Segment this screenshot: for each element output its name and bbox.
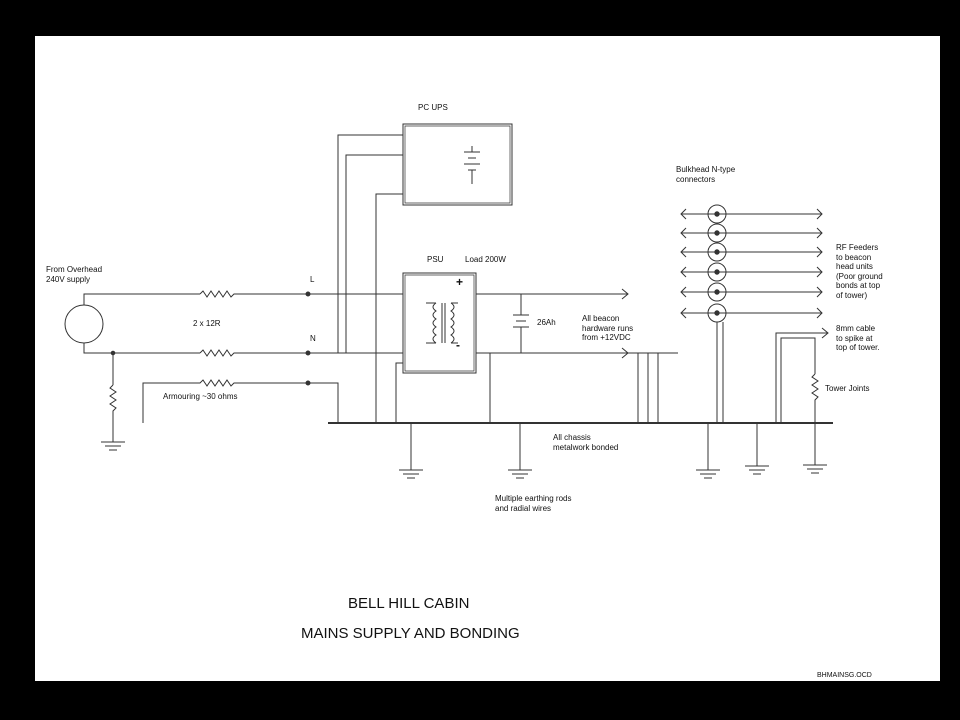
l-terminal-label: L — [310, 275, 315, 284]
battery-26ah — [513, 294, 529, 353]
pc-ups-label: PC UPS — [418, 103, 448, 112]
beacon-hardware-wires — [622, 348, 658, 423]
terminal-dots — [306, 292, 310, 385]
l-resistor — [200, 291, 338, 297]
n-resistor — [200, 350, 403, 356]
drawing-sheet: PC UPS From Overhead 240V supply L N 2 x… — [35, 36, 940, 681]
rf-feeder-lines — [681, 209, 822, 318]
tower-joints-label: Tower Joints — [825, 384, 870, 393]
load-label: Load 200W — [465, 255, 506, 264]
cable-8mm-label: 8mm cable to spike at top of tower. — [836, 324, 880, 352]
psu-dc-outputs — [396, 289, 678, 423]
armouring-label: Armouring ~30 ohms — [163, 392, 238, 401]
from-overhead-label: From Overhead 240V supply — [46, 265, 103, 284]
battery-label: 26Ah — [537, 318, 556, 327]
psu-label: PSU — [427, 255, 444, 264]
resistors-label: 2 x 12R — [193, 319, 221, 328]
n-terminal-label: N — [310, 334, 316, 343]
earth-symbols — [399, 423, 827, 478]
bulkhead-label: Bulkhead N-type connectors — [676, 165, 736, 184]
ac-source-symbol — [65, 294, 200, 353]
ups-wiring — [338, 135, 403, 423]
schematic-diagram — [35, 36, 940, 681]
chassis-label: All chassis metalwork bonded — [553, 433, 619, 452]
beacon-hardware-label: All beacon hardware runs from +12VDC — [582, 314, 634, 342]
drawing-title: BELL HILL CABIN — [348, 595, 470, 612]
drawing-code: BHMAINSG.OCD — [817, 672, 872, 679]
drawing-subtitle: MAINS SUPPLY AND BONDING — [301, 625, 520, 642]
armouring-resistor — [143, 380, 338, 423]
earthing-label: Multiple earthing rods and radial wires — [495, 494, 572, 513]
psu-plus-label: + — [456, 275, 464, 289]
source-earth-branch — [101, 351, 125, 450]
tower-cable — [776, 328, 828, 465]
pc-ups-box — [403, 124, 512, 205]
psu-minus-label: - — [456, 338, 460, 352]
rf-feeders-label: RF Feeders to beacon head units (Poor gr… — [836, 243, 883, 300]
psu-box — [403, 273, 476, 373]
bulkhead-connectors — [708, 205, 726, 423]
